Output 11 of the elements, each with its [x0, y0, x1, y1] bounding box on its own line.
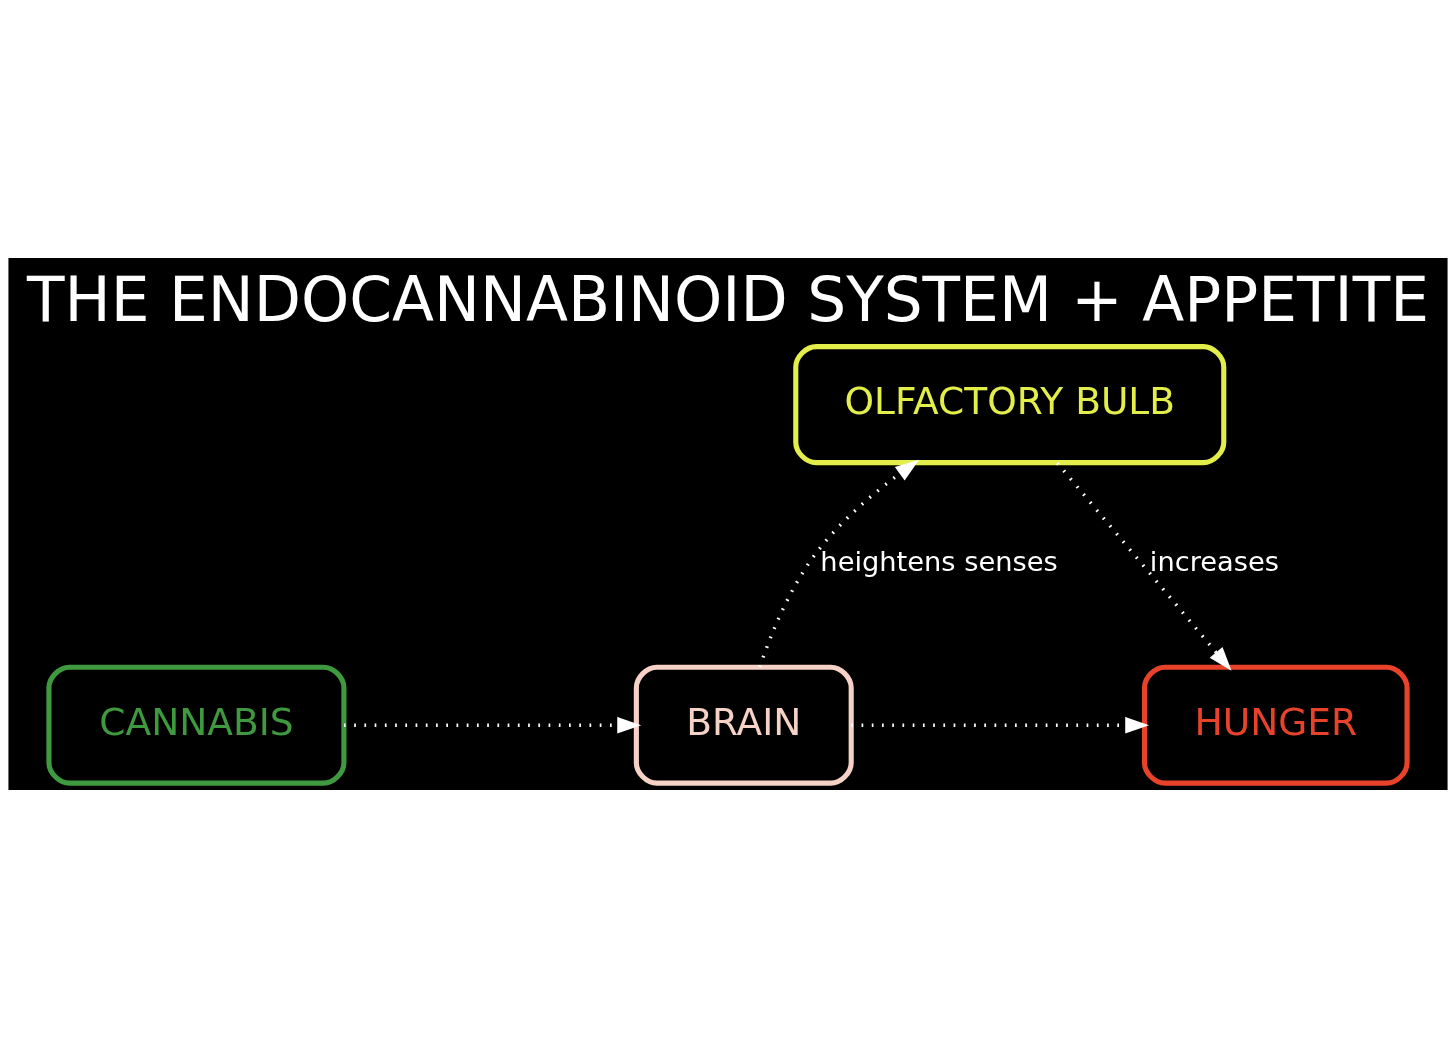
edge-label: heightens senses: [820, 546, 1058, 578]
node-box: CANNABIS: [46, 664, 347, 786]
edge-label: increases: [1149, 546, 1279, 578]
node-box: OLFACTORY BULB: [793, 344, 1227, 466]
diagram-title: THE ENDOCANNABINOID SYSTEM + APPETITE: [27, 263, 1429, 335]
node-box: HUNGER: [1141, 664, 1410, 786]
arrow: [343, 716, 642, 734]
arrow: [758, 459, 920, 668]
arrow: [851, 716, 1150, 734]
arrow: [1056, 461, 1232, 671]
node-box: BRAIN: [633, 664, 854, 786]
